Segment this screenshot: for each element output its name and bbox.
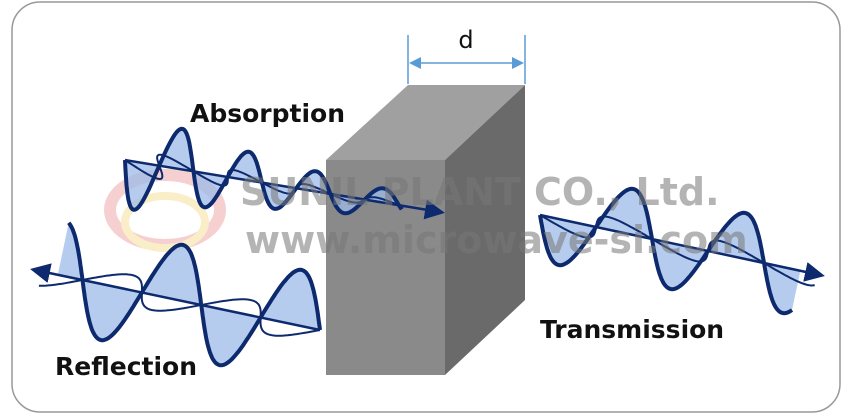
wave-axis-arrow (539, 213, 825, 282)
thickness-dimension: d (407, 26, 526, 84)
wave-electric (123, 126, 404, 216)
transmission-label: Transmission (540, 315, 724, 344)
absorption-label: Absorption (190, 99, 345, 128)
wave-magnetic (539, 214, 815, 287)
wave-electric (67, 221, 322, 368)
wave-electric (538, 186, 794, 316)
thickness-label: d (458, 26, 473, 54)
block-side (445, 85, 525, 375)
transmission-wave (538, 186, 825, 316)
block-top (326, 85, 525, 160)
absorption-wave (123, 126, 445, 220)
wave-axis-arrow (124, 158, 445, 220)
reflection-label: Reflection (55, 352, 197, 381)
wave-fill (540, 188, 801, 314)
wave-fill (57, 222, 321, 366)
watermark-logo (104, 169, 226, 252)
watermark-line2: www.microwave-si.com (245, 218, 748, 262)
watermark-line1: SUNIL PLANT CO., Ltd. (240, 170, 720, 214)
wave-magnetic (38, 273, 321, 337)
reflection-wave (30, 221, 322, 368)
